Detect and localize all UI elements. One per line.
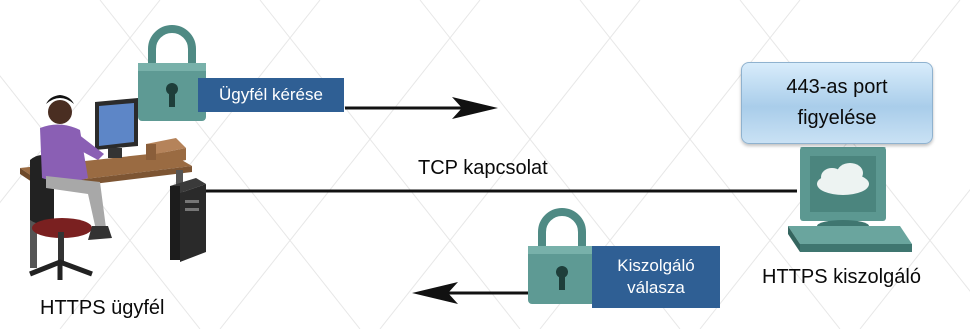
server-workstation-icon <box>788 147 912 252</box>
listen-label-line1: 443-as port <box>786 76 888 98</box>
response-label-line1: Kiszolgáló <box>617 255 695 275</box>
request-label: Ügyfél kérése <box>219 84 323 104</box>
request-arrowhead <box>452 97 498 119</box>
response-arrowhead <box>412 282 458 304</box>
request-tag: Ügyfél kérése <box>198 78 344 112</box>
listen-label-line2: figyelése <box>797 107 877 129</box>
client-workstation-icon <box>20 95 206 280</box>
listen-port-box: 443-as port figyelése <box>741 62 933 144</box>
padlock-icon <box>528 208 596 304</box>
client-label: HTTPS ügyfél <box>40 297 165 319</box>
padlock-icon <box>138 25 206 121</box>
cloud-icon <box>817 163 869 195</box>
response-tag: Kiszolgáló válasza <box>592 246 720 308</box>
tcp-connection-label: TCP kapcsolat <box>418 157 548 179</box>
server-label: HTTPS kiszolgáló <box>762 266 921 288</box>
response-label-line2: válasza <box>627 278 685 297</box>
